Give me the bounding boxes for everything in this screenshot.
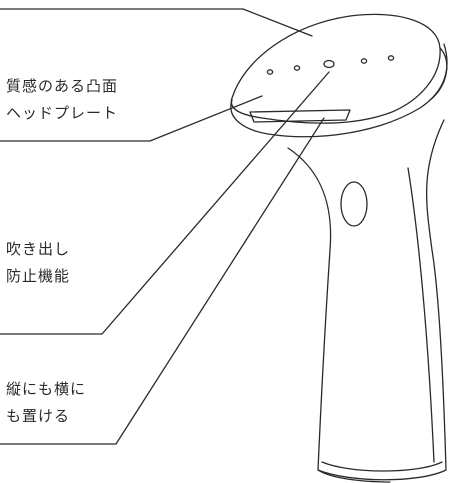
steam-vent-1 [266, 69, 274, 75]
steam-vent-5 [387, 55, 395, 61]
callout-anti-spray-line-1: 吹き出し [6, 240, 71, 258]
callout-stand-orientation-line-1: 縦にも横に [6, 380, 87, 398]
steam-button [340, 181, 368, 227]
callout-head-plate-line-1: 質感のある凸面 [6, 77, 119, 95]
callout-anti-spray: 吹き出し 防止機能 [6, 236, 70, 290]
leader-line-top [0, 8, 313, 37]
callout-stand-orientation-line-2: も置ける [6, 407, 71, 425]
steamer-body-contour [407, 167, 435, 463]
steam-vent-4 [360, 58, 368, 64]
steam-vent-center [323, 59, 335, 69]
callout-head-plate: 質感のある凸面 ヘッドプレート [6, 73, 118, 127]
callout-stand-orientation: 縦にも横に も置ける [6, 376, 86, 430]
head-plate-slot [249, 109, 351, 123]
steamer-head-rim [429, 47, 448, 101]
leader-line-anti-spray [0, 71, 330, 335]
leader-line-stand [0, 117, 325, 445]
callout-head-plate-line-2: ヘッドプレート [6, 104, 119, 122]
steamer-body-rim [321, 461, 443, 472]
leader-line-head-plate [0, 95, 263, 142]
steamer-head-top [230, 13, 441, 124]
steamer-head-bevel [230, 43, 448, 138]
steamer-handle-outline [287, 119, 447, 481]
callout-anti-spray-line-2: 防止機能 [6, 267, 71, 285]
steamer-base-bottom [317, 469, 391, 483]
steam-vent-2 [293, 65, 301, 71]
